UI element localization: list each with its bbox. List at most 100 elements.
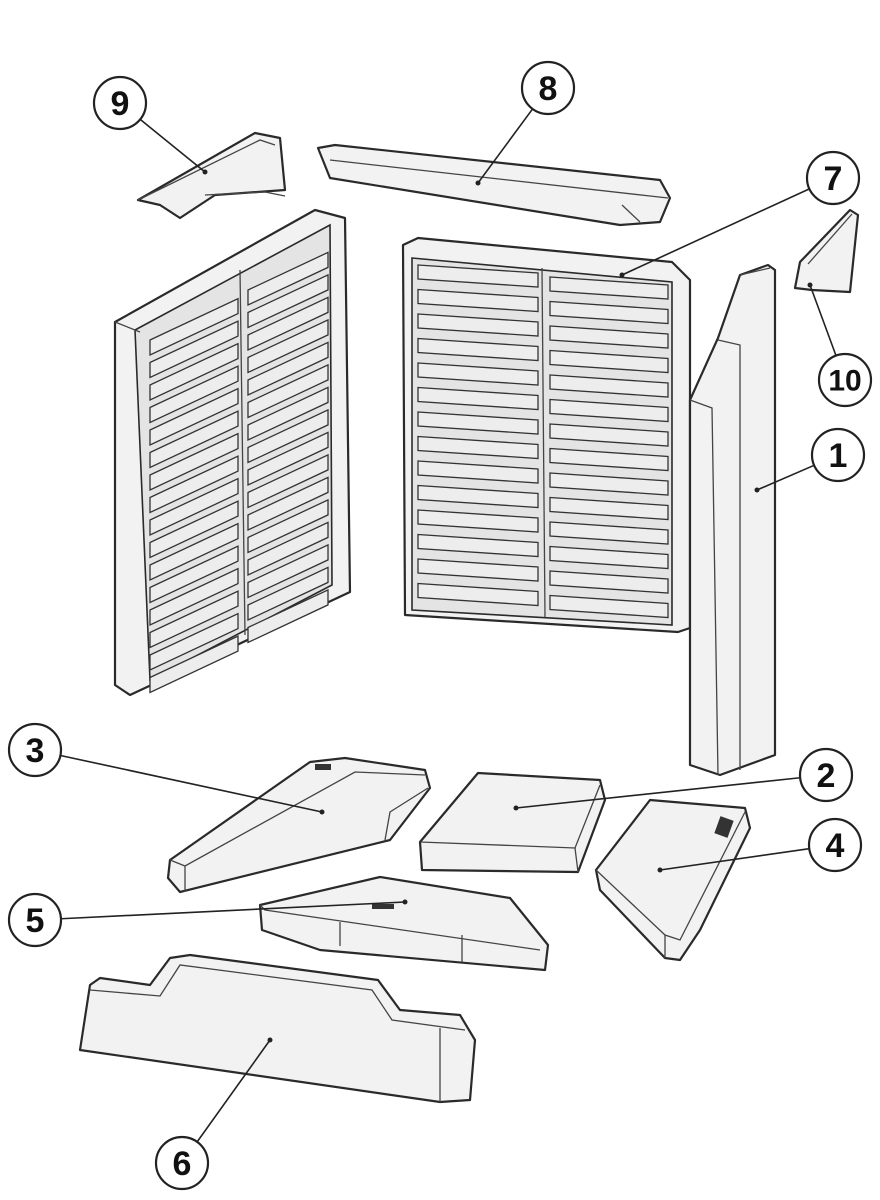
- part-1: [688, 263, 777, 777]
- callout-bubble: [520, 60, 576, 116]
- callout-bubble: [807, 817, 863, 873]
- left-side-panel: [113, 208, 352, 697]
- leader-dot: [619, 272, 625, 278]
- slat: [549, 521, 669, 545]
- callout-4: 4: [657, 817, 863, 873]
- slat: [247, 318, 329, 374]
- slat: [247, 453, 329, 509]
- slat: [549, 472, 669, 496]
- leader-line: [621, 188, 810, 276]
- slat: [149, 500, 239, 559]
- slat: [549, 374, 669, 398]
- slat: [417, 337, 539, 362]
- slat: [247, 498, 329, 554]
- leader-dot: [402, 899, 408, 905]
- leader-line: [809, 284, 837, 356]
- part-10: [793, 208, 860, 294]
- leader-dot: [267, 1037, 273, 1043]
- slat: [149, 545, 239, 604]
- slat: [549, 423, 669, 447]
- callout-5: 5: [7, 892, 408, 948]
- callout-9: 9: [92, 75, 208, 175]
- callout-number: 10: [828, 365, 861, 398]
- part-3: [166, 756, 432, 894]
- slat: [549, 398, 669, 423]
- slat: [149, 432, 239, 492]
- callout-number: 2: [817, 757, 836, 795]
- callout-number: 7: [824, 160, 843, 198]
- callout-bubble: [92, 75, 148, 131]
- slat: [247, 588, 329, 644]
- slat: [417, 362, 539, 386]
- leader-line: [756, 464, 815, 491]
- leader-dot: [319, 809, 325, 815]
- leader-dot: [754, 487, 760, 493]
- slat: [549, 349, 669, 374]
- slat: [549, 325, 669, 349]
- callout-number: 9: [111, 85, 130, 123]
- slat: [549, 447, 669, 472]
- slat: [417, 582, 539, 607]
- slat: [247, 521, 329, 577]
- part-6: [78, 953, 477, 1104]
- slat: [149, 365, 239, 424]
- slat: [149, 635, 239, 694]
- leader-dot: [202, 169, 208, 175]
- slat: [417, 558, 539, 582]
- slat: [247, 296, 329, 352]
- slat: [149, 297, 239, 357]
- slat: [149, 455, 239, 514]
- callout-8: 8: [475, 60, 576, 186]
- callout-number: 6: [173, 1145, 192, 1183]
- slat: [247, 341, 329, 397]
- back-panel-part-7: [401, 236, 692, 634]
- slat: [149, 342, 239, 402]
- slat: [417, 509, 539, 533]
- leader-line: [60, 901, 406, 920]
- slat: [549, 594, 669, 619]
- slat: [247, 251, 329, 307]
- callout-number: 1: [829, 437, 848, 475]
- slat: [549, 570, 669, 594]
- callout-bubble: [7, 722, 63, 778]
- slat: [149, 612, 239, 672]
- slat: [549, 276, 669, 300]
- slat: [247, 431, 329, 487]
- callout-10: 10: [807, 282, 873, 408]
- callout-bubble: [154, 1135, 210, 1191]
- slat: [417, 435, 539, 460]
- leader-line: [515, 776, 801, 809]
- slat: [549, 300, 669, 325]
- callout-2: 2: [513, 747, 854, 811]
- leader-line: [139, 118, 206, 173]
- leader-line: [659, 847, 810, 871]
- slat: [247, 273, 329, 329]
- slat: [149, 477, 239, 537]
- slat: [149, 522, 239, 582]
- callout-number: 8: [539, 70, 558, 108]
- slat: [417, 533, 539, 558]
- slat: [149, 387, 239, 447]
- callout-bubble: [817, 352, 873, 408]
- part-8: [316, 143, 672, 227]
- slat: [417, 264, 539, 288]
- slat: [247, 386, 329, 442]
- leader-dot: [807, 282, 813, 288]
- part-9: [136, 131, 287, 220]
- slat: [417, 313, 539, 337]
- callout-number: 4: [826, 827, 845, 865]
- callout-6: 6: [154, 1037, 273, 1191]
- part-4: [594, 798, 752, 962]
- callout-7: 7: [619, 150, 861, 278]
- slat: [247, 543, 329, 599]
- callout-number: 5: [26, 902, 45, 940]
- leader-dot: [657, 867, 663, 873]
- callout-bubble: [798, 747, 854, 803]
- slat: [417, 288, 539, 313]
- slat: [417, 386, 539, 411]
- slat: [247, 408, 329, 464]
- slat: [417, 411, 539, 435]
- part-2: [418, 771, 607, 874]
- slat: [149, 590, 239, 649]
